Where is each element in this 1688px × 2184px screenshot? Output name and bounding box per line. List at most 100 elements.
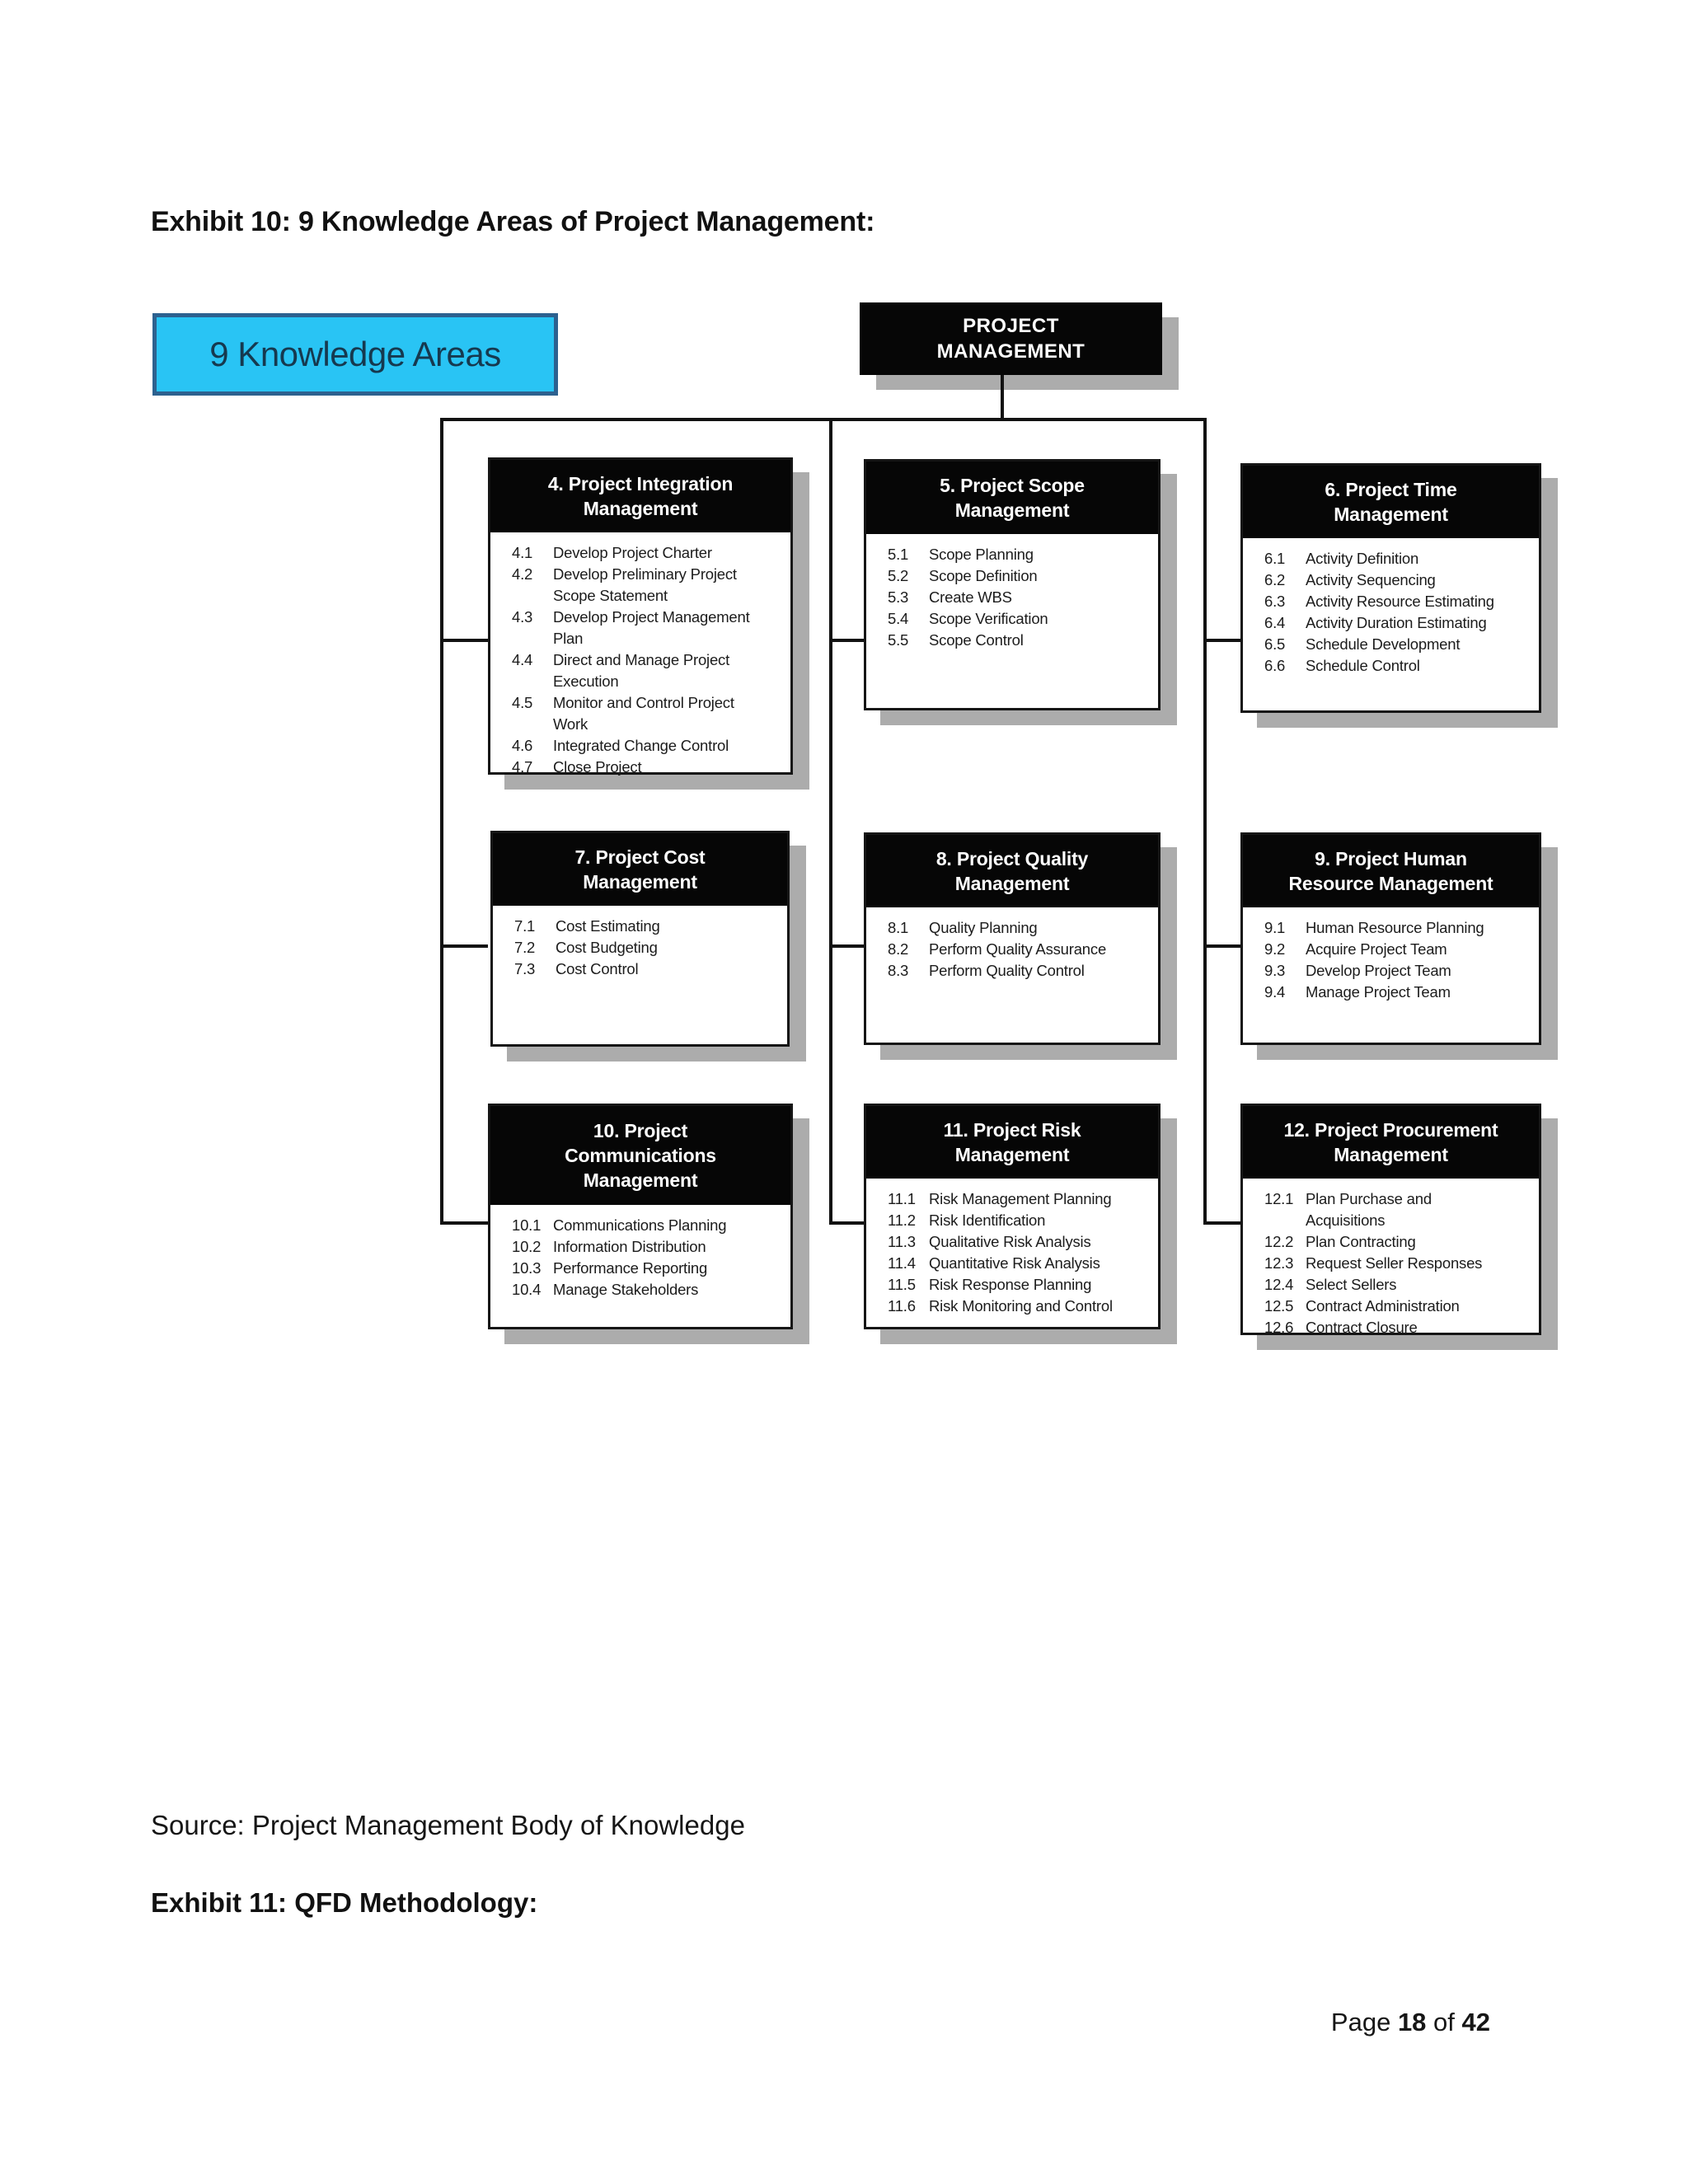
connector-spine-middle bbox=[829, 418, 832, 1225]
process-name: Develop Project Charter bbox=[553, 544, 712, 561]
process-name: Close Project bbox=[553, 758, 642, 776]
box-header: 6. Project Time Management bbox=[1243, 466, 1539, 538]
footer-page-number: 18 bbox=[1397, 2008, 1427, 2036]
process-name: Human Resource Planning bbox=[1306, 919, 1484, 936]
page-footer: Page 18 of 42 bbox=[1331, 2008, 1490, 2037]
process-name: Develop Project Team bbox=[1306, 962, 1451, 979]
process-number: 4.7 bbox=[512, 758, 533, 776]
process-number: 8.2 bbox=[888, 940, 909, 958]
box-title-line: 7. Project Cost bbox=[574, 846, 706, 868]
process-item: 9.3 Develop Project Team bbox=[1264, 960, 1531, 982]
box-title-line: 12. Project Procurement bbox=[1283, 1119, 1498, 1141]
process-name: Plan Purchase and Acquisitions bbox=[1306, 1190, 1432, 1229]
process-item: 6.6 Schedule Control bbox=[1264, 655, 1531, 677]
exhibit-11-title: Exhibit 11: QFD Methodology: bbox=[151, 1887, 538, 1918]
process-number: 12.2 bbox=[1264, 1233, 1294, 1250]
process-number: 6.5 bbox=[1264, 635, 1286, 653]
legend-box: 9 Knowledge Areas bbox=[152, 313, 558, 396]
box-title-line: 9. Project Human bbox=[1315, 848, 1467, 869]
box-header: 4. Project Integration Management bbox=[490, 460, 790, 532]
process-number: 7.1 bbox=[514, 917, 536, 935]
process-number: 6.2 bbox=[1264, 571, 1286, 588]
exhibit-10-title: Exhibit 10: 9 Knowledge Areas of Project… bbox=[151, 206, 875, 237]
process-number: 5.4 bbox=[888, 610, 909, 627]
process-number: 12.4 bbox=[1264, 1276, 1294, 1293]
box-title-line: Management bbox=[583, 498, 698, 519]
project-management-root-box: PROJECT MANAGEMENT bbox=[860, 302, 1162, 375]
process-name: Scope Control bbox=[929, 631, 1024, 649]
process-number: 7.3 bbox=[514, 960, 536, 977]
process-number: 6.6 bbox=[1264, 657, 1286, 674]
connector-stub bbox=[829, 639, 864, 642]
box-title-line: Communications bbox=[565, 1145, 716, 1166]
process-number: 5.2 bbox=[888, 567, 909, 584]
process-name: Risk Monitoring and Control bbox=[929, 1297, 1113, 1315]
process-number: 11.4 bbox=[888, 1254, 916, 1272]
process-name: Schedule Control bbox=[1306, 657, 1420, 674]
process-number: 12.5 bbox=[1264, 1297, 1294, 1315]
root-title-line: MANAGEMENT bbox=[936, 340, 1085, 363]
process-name: Activity Duration Estimating bbox=[1306, 614, 1487, 631]
process-name: Risk Response Planning bbox=[929, 1276, 1092, 1293]
process-number: 4.3 bbox=[512, 608, 533, 626]
process-number: 9.3 bbox=[1264, 962, 1286, 979]
box-title-line: Resource Management bbox=[1288, 873, 1493, 894]
process-number: 11.3 bbox=[888, 1233, 916, 1250]
process-name: Manage Stakeholders bbox=[553, 1281, 699, 1298]
process-number: 12.1 bbox=[1264, 1190, 1294, 1207]
process-name: Scope Definition bbox=[929, 567, 1038, 584]
process-number: 12.6 bbox=[1264, 1319, 1294, 1336]
kb-box-12-procurement: 12. Project Procurement Management 12.1 P… bbox=[1240, 1104, 1541, 1338]
connector-stub bbox=[829, 944, 864, 948]
process-number: 4.4 bbox=[512, 651, 533, 668]
process-name: Cost Estimating bbox=[556, 917, 660, 935]
process-name: Contract Administration bbox=[1306, 1297, 1460, 1315]
box-header: 11. Project Risk Management bbox=[866, 1106, 1158, 1179]
connector-top-horizontal bbox=[440, 418, 1207, 421]
process-name: Quantitative Risk Analysis bbox=[929, 1254, 1100, 1272]
process-number: 11.2 bbox=[888, 1212, 916, 1229]
box-title-line: Management bbox=[1334, 1144, 1448, 1165]
process-number: 8.3 bbox=[888, 962, 909, 979]
box-title-line: 8. Project Quality bbox=[935, 848, 1089, 869]
process-name: Scope Planning bbox=[929, 546, 1034, 563]
connector-stub bbox=[440, 1221, 488, 1225]
connector-root-vertical bbox=[1001, 375, 1004, 419]
process-number: 10.2 bbox=[512, 1238, 542, 1255]
process-number: 4.5 bbox=[512, 694, 533, 711]
box-title-line: Management bbox=[583, 1169, 698, 1191]
box-title-line: Management bbox=[954, 873, 1070, 894]
process-number: 10.1 bbox=[512, 1216, 542, 1234]
box-title-line: 10. Project bbox=[593, 1120, 688, 1141]
legend-label: 9 Knowledge Areas bbox=[209, 335, 501, 373]
process-name: Cost Control bbox=[556, 960, 639, 977]
footer-of-text: of bbox=[1426, 2008, 1462, 2036]
